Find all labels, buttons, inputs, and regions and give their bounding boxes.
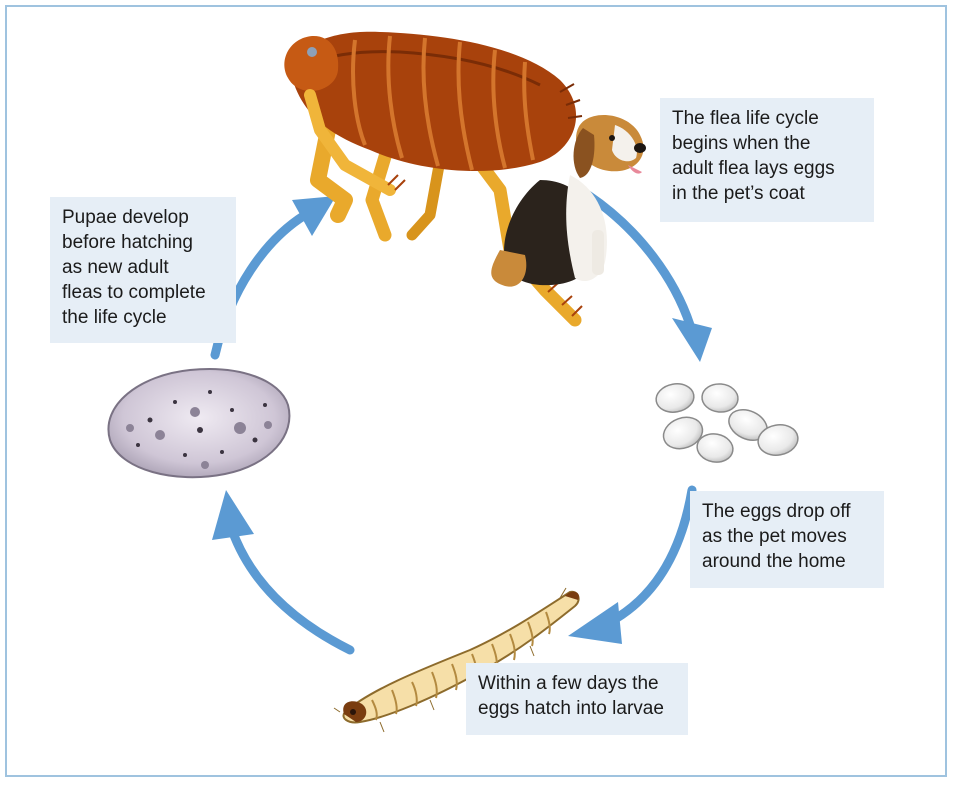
caption-line: Within a few days the: [478, 673, 659, 694]
flea-eggs-illustration: [655, 383, 799, 463]
caption-line: fleas to complete: [62, 282, 206, 303]
cycle-arrow-larva-to-pupa: [212, 490, 355, 655]
cycle-arrow-eggs-to-larva: [568, 485, 697, 644]
caption-line: begins when the: [672, 133, 811, 154]
caption-eggs-hatch: Within a few days the eggs hatch into la…: [466, 663, 688, 735]
cycle-arrow-dog-to-eggs: [583, 190, 712, 362]
caption-eggs-drop-off: The eggs drop off as the pet moves aroun…: [690, 491, 884, 588]
caption-line: eggs hatch into larvae: [478, 698, 664, 719]
caption-pupae-develop: Pupae develop before hatching as new adu…: [50, 197, 236, 343]
caption-line: The flea life cycle: [672, 108, 819, 129]
caption-line: Pupae develop: [62, 207, 189, 228]
caption-line: around the home: [702, 551, 846, 572]
caption-line: as new adult: [62, 257, 169, 278]
caption-line: in the pet’s coat: [672, 183, 805, 204]
caption-line: adult flea lays eggs: [672, 158, 835, 179]
caption-flea-lays-eggs: The flea life cycle begins when the adul…: [660, 98, 874, 222]
caption-line: The eggs drop off: [702, 501, 851, 522]
caption-line: before hatching: [62, 232, 193, 253]
flea-larva-illustration: [333, 587, 580, 733]
flea-pupa-illustration: [107, 368, 291, 479]
caption-line: as the pet moves: [702, 526, 847, 547]
adult-flea-illustration: [284, 31, 583, 327]
caption-line: the life cycle: [62, 307, 167, 328]
beagle-dog-illustration: [491, 115, 646, 287]
